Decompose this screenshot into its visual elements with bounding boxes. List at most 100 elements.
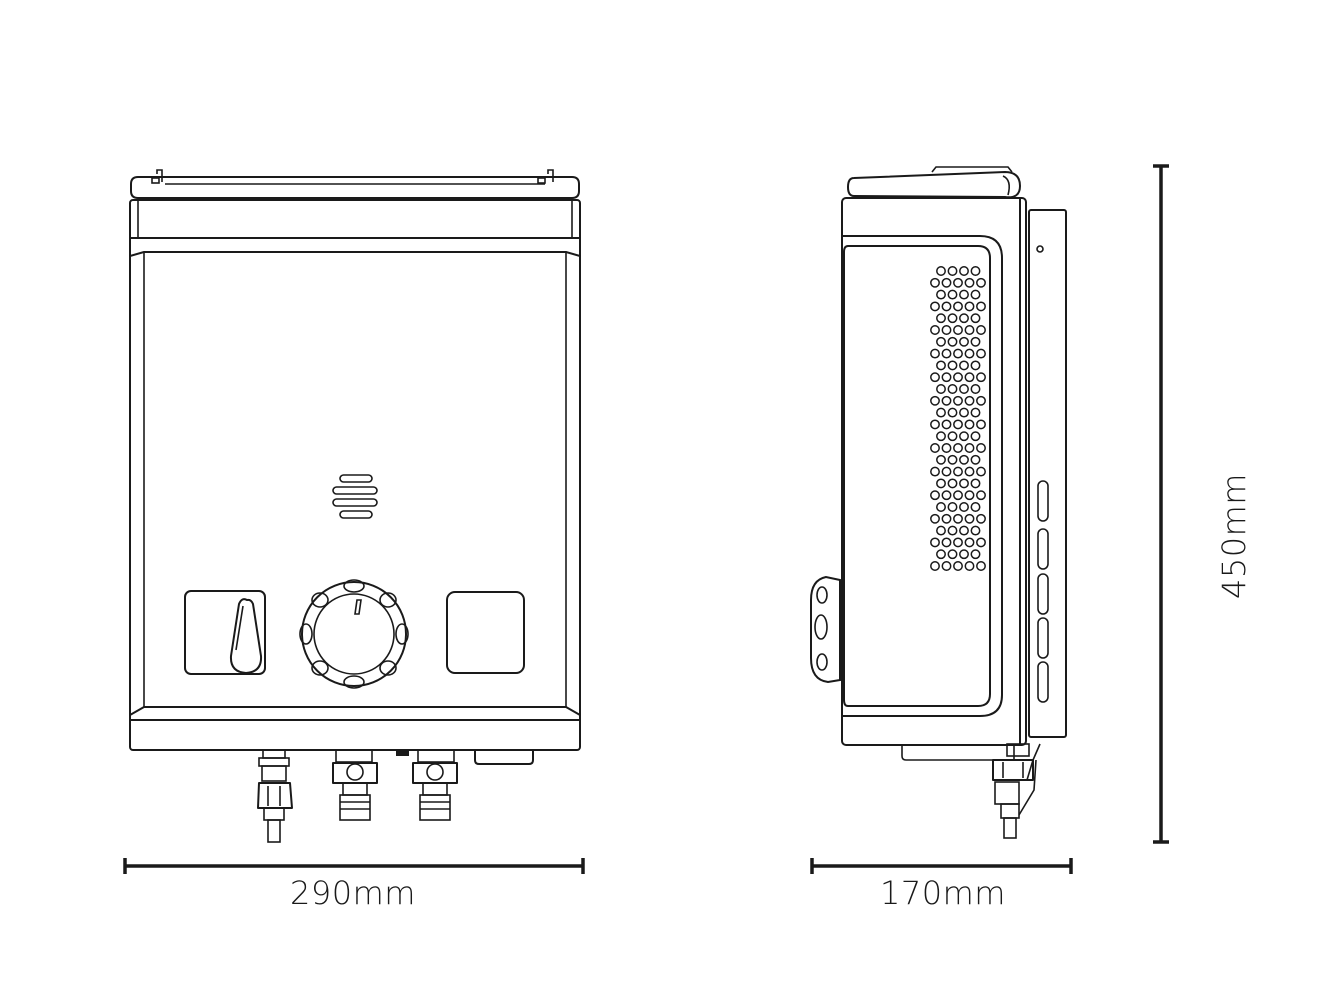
perforation-hole bbox=[959, 502, 969, 512]
perforation-hole bbox=[947, 454, 958, 465]
perforation-hole bbox=[947, 525, 958, 536]
perforation-hole bbox=[964, 419, 975, 430]
perforation-hole bbox=[941, 419, 952, 430]
perforation-hole bbox=[970, 549, 981, 560]
perforation-hole bbox=[959, 266, 969, 276]
perforation-hole bbox=[947, 336, 958, 347]
ignition-panel bbox=[184, 590, 266, 675]
perforation-hole bbox=[976, 490, 986, 501]
perforation-hole bbox=[936, 525, 946, 536]
width-dimension-label: 290mm bbox=[290, 874, 416, 912]
perforation-hole bbox=[936, 384, 946, 394]
perforation-hole bbox=[953, 395, 963, 406]
perforation-hole bbox=[964, 325, 975, 335]
side-body bbox=[841, 197, 1027, 761]
perforation-hole bbox=[947, 431, 958, 442]
perforation-hole bbox=[947, 549, 958, 560]
perforation-hole bbox=[964, 490, 975, 501]
perforation-hole bbox=[953, 513, 963, 524]
perforation-hole bbox=[936, 502, 946, 512]
perforation-hole bbox=[970, 407, 981, 418]
perforation-hole bbox=[947, 407, 958, 418]
perforation-hole bbox=[953, 466, 963, 477]
perforation-hole bbox=[936, 549, 946, 560]
perforation-hole bbox=[947, 478, 958, 489]
perforation-hole bbox=[947, 313, 958, 324]
perforation-hole bbox=[964, 537, 975, 548]
side-knob bbox=[810, 575, 841, 684]
perforation-hole bbox=[936, 431, 946, 442]
perforation-hole bbox=[930, 561, 940, 571]
perforation-hole bbox=[959, 360, 969, 371]
perforation-hole bbox=[936, 360, 946, 371]
perforation-hole bbox=[953, 301, 963, 312]
perforation-hole bbox=[970, 431, 981, 442]
perforation-hole bbox=[936, 266, 946, 276]
perforation-hole bbox=[941, 395, 952, 406]
perforation-hole bbox=[970, 525, 981, 536]
perforation-hole bbox=[953, 419, 963, 430]
depth-dimension-label: 170mm bbox=[880, 874, 1006, 912]
perforation-hole bbox=[930, 513, 940, 524]
perforation-hole bbox=[976, 466, 986, 477]
front-vent-logo bbox=[332, 474, 378, 519]
perforation-hole bbox=[976, 537, 986, 548]
perforation-hole bbox=[959, 384, 969, 394]
width-dimension-line bbox=[123, 858, 585, 874]
side-handle bbox=[847, 166, 1021, 199]
perforation-hole bbox=[976, 395, 986, 406]
perforation-hole bbox=[976, 277, 986, 288]
perforation-hole bbox=[941, 277, 952, 288]
perforation-hole bbox=[959, 478, 969, 489]
perforation-hole bbox=[941, 466, 952, 477]
perforation-hole bbox=[970, 289, 981, 300]
perforation-hole bbox=[970, 454, 981, 465]
perforation-hole bbox=[953, 348, 963, 359]
perforation-hole bbox=[930, 537, 940, 548]
perforation-hole bbox=[930, 466, 940, 477]
perforation-hole bbox=[976, 348, 986, 359]
perforation-hole bbox=[936, 289, 946, 300]
perforation-hole bbox=[936, 313, 946, 324]
perforation-hole bbox=[930, 372, 940, 383]
perforation-hole bbox=[930, 395, 940, 406]
height-dimension-label: 450mm bbox=[1215, 473, 1253, 599]
perforation-hole bbox=[964, 443, 975, 453]
perforation-hole bbox=[930, 277, 940, 288]
perforation-hole bbox=[959, 549, 969, 560]
perforation-hole bbox=[964, 561, 975, 571]
perforation-hole bbox=[970, 502, 981, 512]
perforation-hole bbox=[936, 478, 946, 489]
perforation-hole bbox=[947, 360, 958, 371]
perforation-hole bbox=[964, 277, 975, 288]
perforation-hole bbox=[941, 348, 952, 359]
perforation-hole bbox=[959, 431, 969, 442]
perforation-hole bbox=[947, 384, 958, 394]
perforation-hole bbox=[976, 443, 986, 453]
perforation-hole bbox=[976, 513, 986, 524]
perforation-hole bbox=[930, 490, 940, 501]
perforation-hole bbox=[964, 466, 975, 477]
perforation-hole bbox=[959, 336, 969, 347]
perforation-hole bbox=[953, 561, 963, 571]
front-handle bbox=[130, 169, 580, 199]
perforation-hole bbox=[953, 277, 963, 288]
perforation-hole bbox=[959, 454, 969, 465]
perforation-hole bbox=[941, 301, 952, 312]
perforation-hole bbox=[947, 502, 958, 512]
front-bottom-fittings bbox=[257, 749, 534, 843]
perforation-hole bbox=[976, 301, 986, 312]
perforation-hole bbox=[947, 289, 958, 300]
perforation-hole bbox=[976, 325, 986, 335]
side-bottom-fitting bbox=[992, 743, 1041, 839]
perforation-hole bbox=[930, 301, 940, 312]
perforation-hole bbox=[964, 513, 975, 524]
depth-dimension-line bbox=[810, 858, 1073, 874]
perforation-hole bbox=[964, 301, 975, 312]
side-perforations bbox=[930, 266, 986, 571]
perforation-hole bbox=[959, 525, 969, 536]
height-dimension-line bbox=[1153, 164, 1169, 844]
perforation-hole bbox=[941, 490, 952, 501]
perforation-hole bbox=[936, 407, 946, 418]
perforation-hole bbox=[930, 325, 940, 335]
